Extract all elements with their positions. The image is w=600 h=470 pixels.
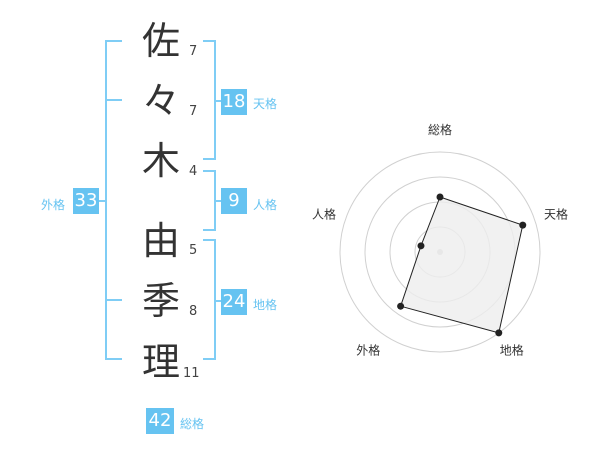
radar-axis-label: 総格 <box>428 122 452 137</box>
stroke-count-2: 7 <box>189 104 198 119</box>
radar-area <box>399 196 524 334</box>
stroke-count-5: 8 <box>189 304 198 319</box>
soukaku-label: 総格 <box>180 417 205 431</box>
gaikaku-bracket <box>105 40 122 360</box>
name-char-5: 季 <box>142 279 181 323</box>
radar-point <box>519 221 527 229</box>
tenkaku-bracket <box>203 40 216 160</box>
radar-point <box>436 193 444 201</box>
jinkaku-label: 人格 <box>253 198 278 212</box>
stroke-count-1: 7 <box>189 44 198 59</box>
radar-axis-label: 天格 <box>544 206 568 221</box>
name-char-1: 佐 <box>142 19 181 63</box>
stroke-count-3: 4 <box>189 164 198 179</box>
stroke-count-4: 5 <box>189 243 198 258</box>
soukaku-value: 42 <box>146 408 174 434</box>
chikaku-bracket <box>203 239 216 360</box>
radar-ring <box>339 151 541 353</box>
name-char-6: 理 <box>142 340 181 384</box>
tenkaku-label: 天格 <box>253 97 278 111</box>
jinkaku-bracket <box>203 170 216 231</box>
radar-axis-label: 外格 <box>356 343 380 358</box>
radar-point <box>397 302 405 310</box>
radar-axis-label: 地格 <box>500 343 524 358</box>
radar-axis-label: 人格 <box>312 206 336 221</box>
radar-point <box>417 242 425 250</box>
tenkaku-value: 18 <box>221 89 247 115</box>
name-char-3: 木 <box>142 139 181 183</box>
gaikaku-value: 33 <box>73 188 99 214</box>
radar-point <box>495 329 503 337</box>
name-char-4: 由 <box>142 219 181 263</box>
jinkaku-value: 9 <box>221 188 247 214</box>
chikaku-value: 24 <box>221 289 247 315</box>
name-char-2: 々 <box>142 79 181 123</box>
chikaku-label: 地格 <box>253 298 278 312</box>
stroke-count-6: 11 <box>183 366 200 381</box>
gaikaku-label: 外格 <box>41 198 66 212</box>
